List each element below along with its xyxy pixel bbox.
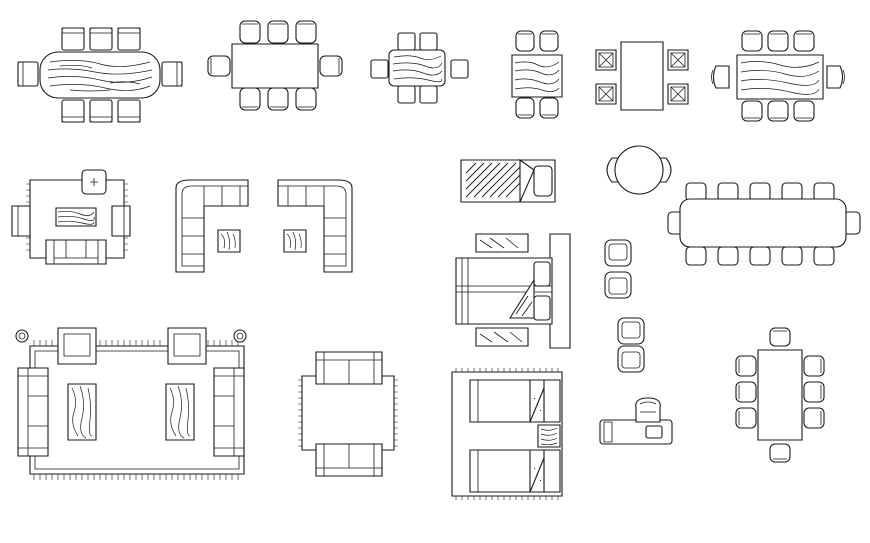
oval-dining-table-8 <box>18 28 182 122</box>
table-top <box>737 55 823 99</box>
headboard <box>550 234 570 348</box>
bench <box>476 328 528 346</box>
side-table <box>284 230 306 252</box>
large-rug-two-sofas <box>16 328 246 480</box>
bench <box>476 234 528 252</box>
round-table <box>615 146 663 194</box>
table-top <box>389 50 445 86</box>
round-table-2-chairs <box>607 146 671 194</box>
armchair <box>596 50 688 104</box>
sofa-pair-rug <box>298 352 398 476</box>
side-table <box>218 230 240 252</box>
wood-dining-table-6 <box>371 33 468 103</box>
double-bed-with-benches <box>456 234 570 348</box>
rect-wood-table-6 <box>512 31 562 118</box>
square-table-armchairs-4 <box>596 42 688 110</box>
table-top <box>232 44 318 88</box>
chair <box>18 28 182 122</box>
twin-beds-nightstand <box>452 368 562 500</box>
rug <box>302 376 394 450</box>
long-wood-table-8 <box>712 31 845 121</box>
corner-sofa-right <box>278 180 352 272</box>
living-room-set-rug <box>12 170 130 264</box>
corner-sofa-left <box>176 180 248 272</box>
rect-dining-table-8 <box>208 21 342 110</box>
table-top <box>40 52 160 98</box>
pillow <box>534 166 552 196</box>
rug <box>30 346 244 474</box>
table-top <box>621 42 663 110</box>
conference-table-12 <box>668 183 860 265</box>
lounge-chairs-pair-2 <box>618 318 644 372</box>
lounge-chairs-pair <box>605 240 631 298</box>
table-top <box>680 199 846 247</box>
table-top <box>758 350 802 440</box>
office-desk-chair <box>600 398 672 444</box>
nightstand <box>538 425 560 447</box>
single-bed-hatched <box>461 160 555 202</box>
dining-table-7 <box>736 328 824 462</box>
